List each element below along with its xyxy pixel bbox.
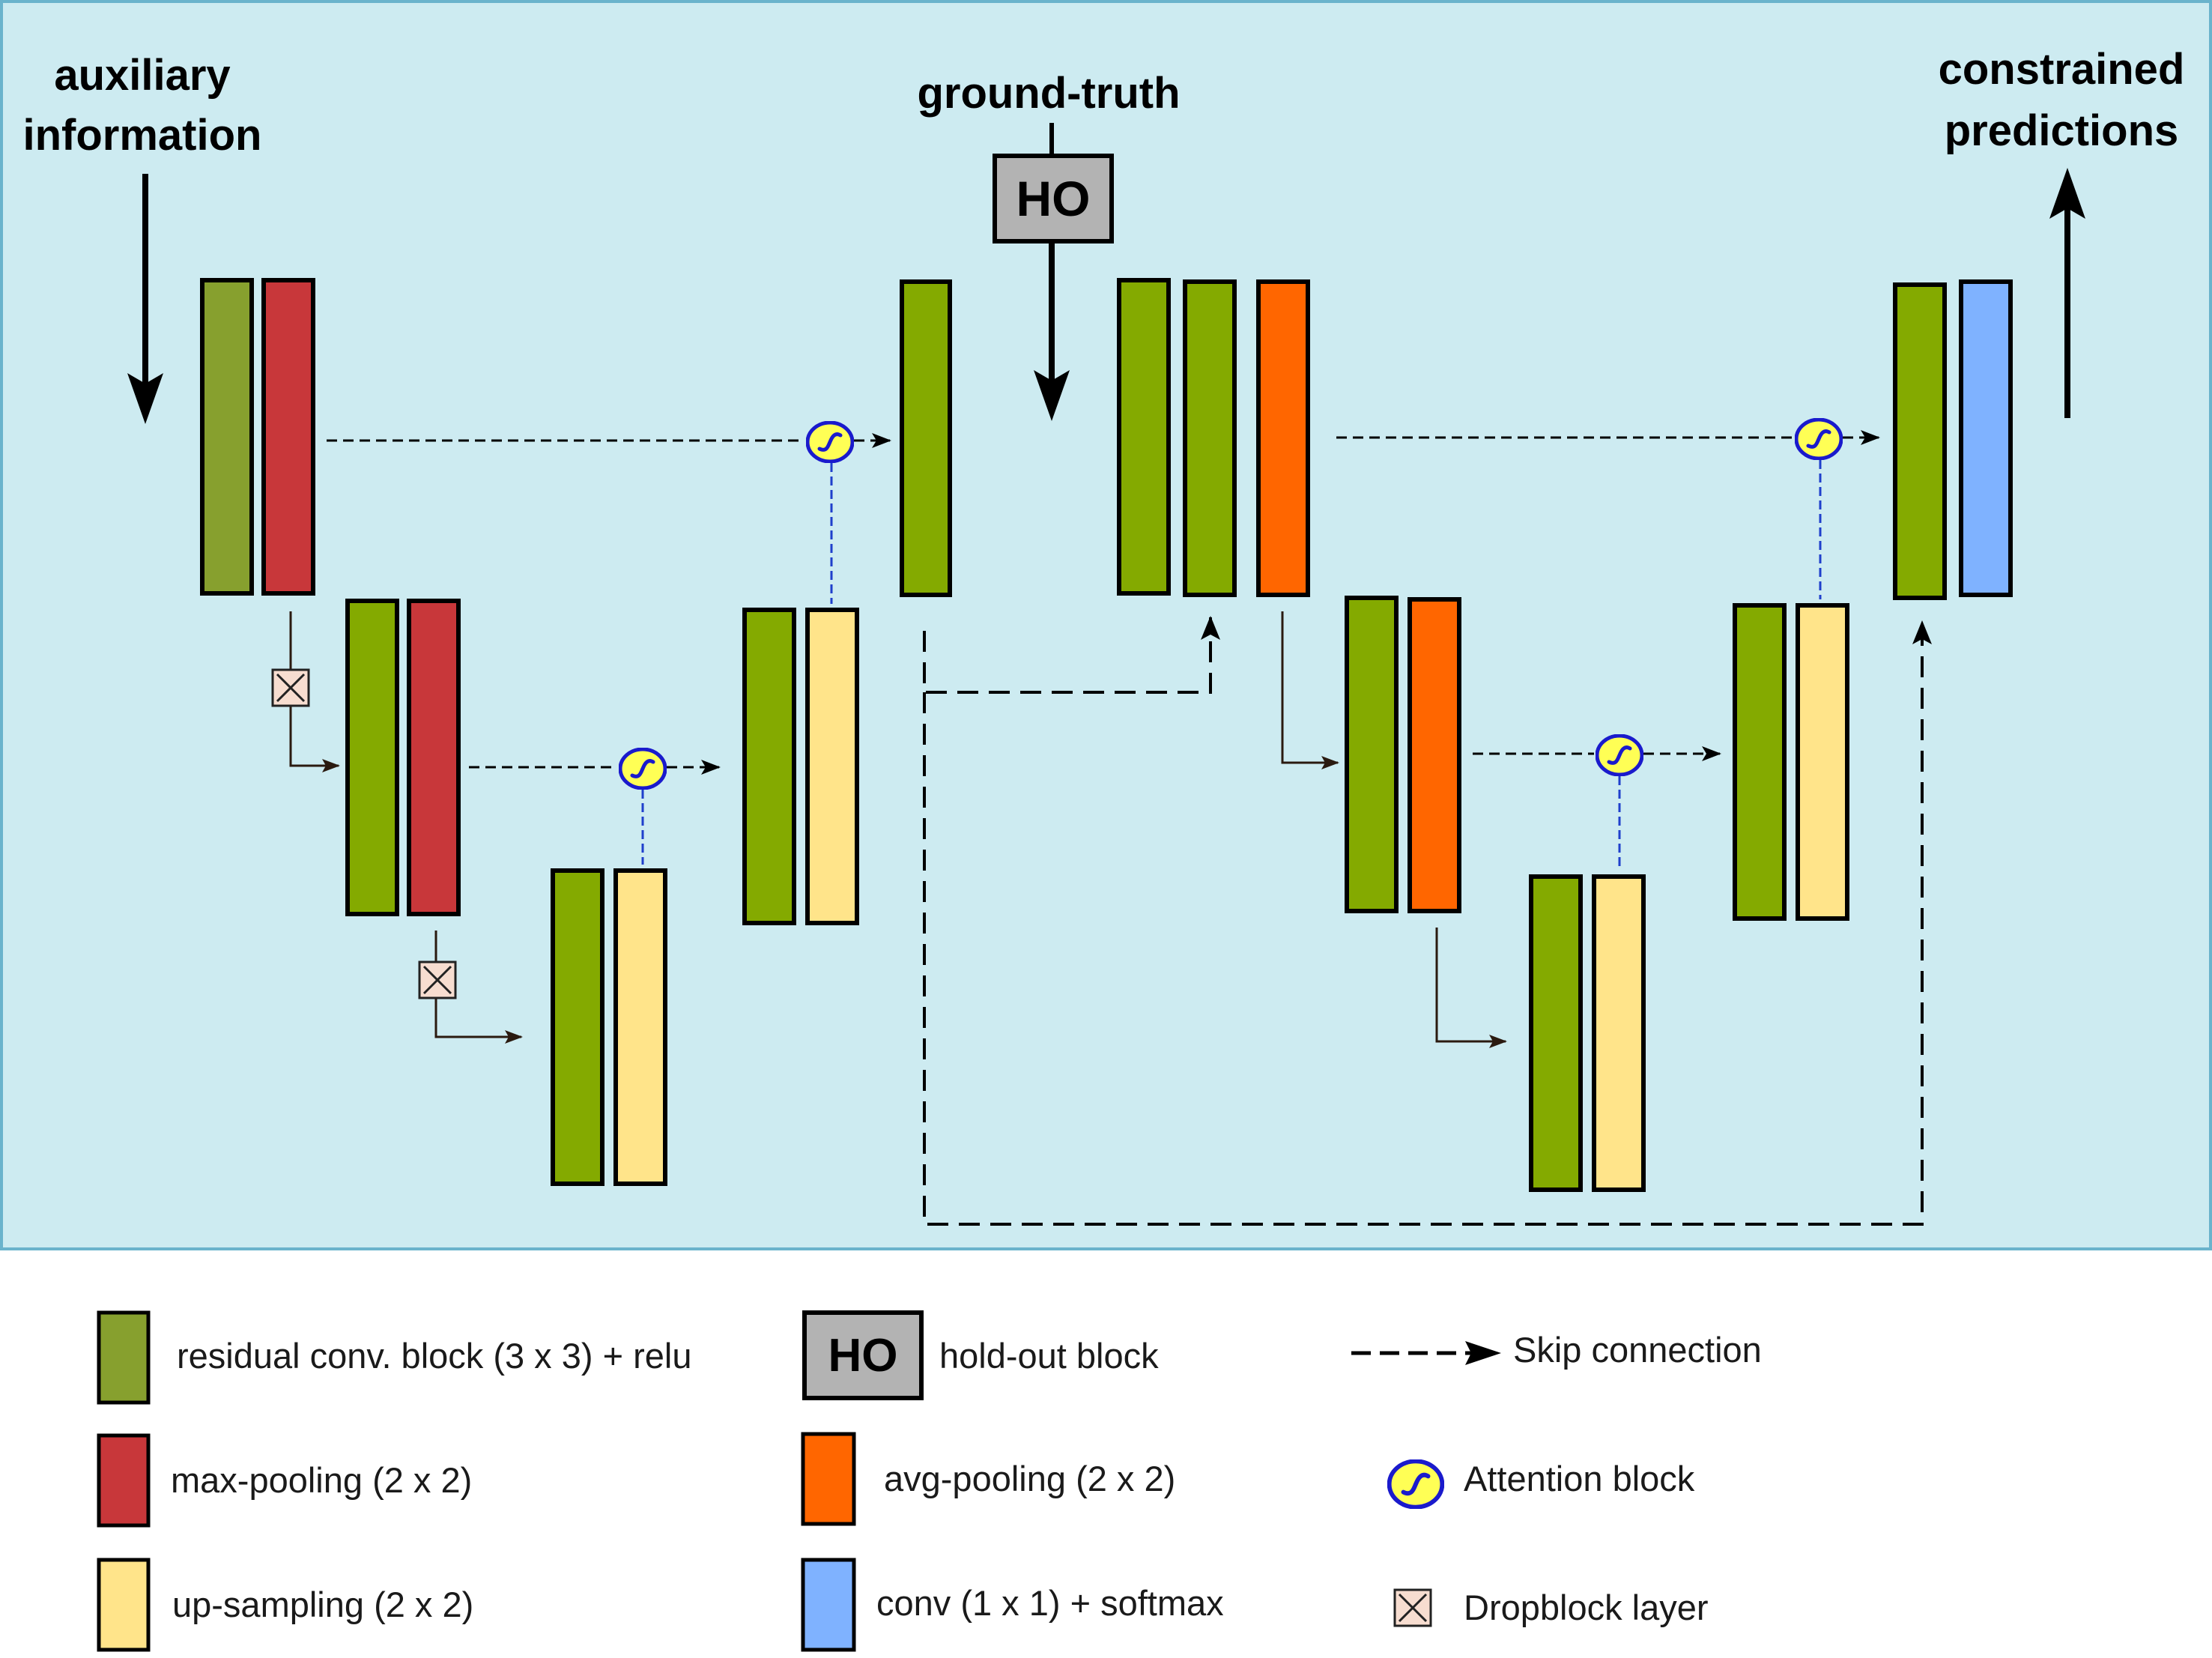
input-arrow-head <box>127 373 163 424</box>
upsample-block-bottleneck-b <box>1592 874 1646 1192</box>
residual-block-dec1 <box>900 279 952 597</box>
legend-attention-icon <box>1390 1461 1443 1507</box>
legend-swatch-conv1x1 <box>801 1558 856 1652</box>
upsample-block-dec2 <box>805 608 859 925</box>
residual-block-enc1-b <box>1117 278 1171 596</box>
legend-label-attention: Attention block <box>1464 1459 1695 1498</box>
legend-label-residual: residual conv. block (3 x 3) + relu <box>177 1336 691 1376</box>
holdout-block-label: HO <box>1016 171 1091 226</box>
attention-icon <box>1597 736 1642 775</box>
legend-swatch-upsample <box>97 1558 151 1652</box>
legend-swatch-avgpool <box>801 1432 856 1526</box>
legend-label-dropblock: Dropblock layer <box>1464 1588 1709 1627</box>
legend-swatch-residual <box>97 1310 151 1405</box>
legend-holdout-symbol: HO <box>828 1330 898 1382</box>
constrained-label: constrained <box>1939 45 2185 94</box>
attention-icon <box>620 749 665 788</box>
residual-block-enc2 <box>345 599 399 916</box>
legend-label-maxpool: max-pooling (2 x 2) <box>171 1460 472 1500</box>
legend-label-holdout: hold-out block <box>939 1336 1159 1376</box>
holdout-arrow-head <box>1034 370 1070 421</box>
output-arrow-head <box>2049 168 2085 219</box>
legend-skip-arrow-head <box>1465 1341 1501 1365</box>
upsample-block-bottleneck <box>613 868 667 1186</box>
legend-dropblock-icon <box>1393 1588 1432 1627</box>
predictions-label: predictions <box>1945 106 2179 155</box>
dropblock-icon <box>418 960 457 999</box>
conv1x1-softmax-block <box>1959 279 2013 597</box>
down-path-3 <box>1281 611 1339 769</box>
residual-block-enc1 <box>200 278 254 596</box>
residual-block-enc1-c <box>1183 279 1237 597</box>
information-label: information <box>23 111 262 160</box>
legend-label-skip: Skip connection <box>1513 1330 1762 1370</box>
holdout-block <box>993 154 1114 243</box>
residual-block-enc2-b <box>1345 596 1399 913</box>
avgpool-block-enc2 <box>1408 597 1461 913</box>
maxpool-block-enc2 <box>407 599 461 916</box>
down-path-1 <box>289 611 340 772</box>
residual-block-bottleneck-b <box>1529 874 1583 1192</box>
legend-label-upsample: up-sampling (2 x 2) <box>172 1585 473 1624</box>
maxpool-block-enc1 <box>261 278 315 596</box>
legend-label-avgpool: avg-pooling (2 x 2) <box>884 1459 1175 1498</box>
ground-truth-label: ground-truth <box>917 69 1180 118</box>
residual-block-dec1-b <box>1893 282 1947 600</box>
dropblock-icon <box>271 668 310 707</box>
down-path-4 <box>1435 928 1507 1048</box>
attention-icon <box>807 423 852 462</box>
legend: residual conv. block (3 x 3) + relu max-… <box>97 1310 1762 1652</box>
upsample-block-dec2-b <box>1796 603 1849 921</box>
residual-block-bottleneck <box>551 868 604 1186</box>
cross-skip-to-output <box>923 620 1932 1226</box>
legend-label-conv1x1: conv (1 x 1) + softmax <box>876 1583 1224 1623</box>
auxiliary-label: auxiliary <box>54 51 230 100</box>
legend-swatch-holdout <box>802 1310 924 1400</box>
legend-swatch-maxpool <box>97 1433 151 1528</box>
attention-icon <box>1796 420 1841 459</box>
cross-skip-to-second-encoder <box>923 616 1220 694</box>
residual-block-dec2-b <box>1733 603 1787 921</box>
residual-block-dec2 <box>742 608 796 925</box>
avgpool-block-enc1 <box>1256 279 1310 597</box>
